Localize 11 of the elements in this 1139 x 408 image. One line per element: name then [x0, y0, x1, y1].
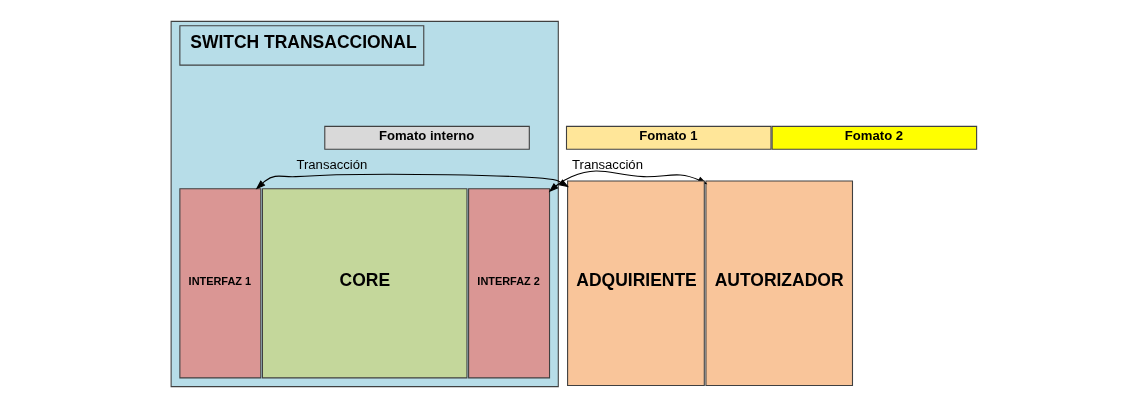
node-box: Fomato 1	[565, 125, 772, 150]
node-box: Fomato interno	[324, 125, 530, 150]
node-box: INTERFAZ 1	[179, 188, 262, 379]
node-box: Fomato 2	[771, 125, 978, 150]
edge-label: Transacción	[572, 156, 643, 172]
node-box: AUTORIZADOR	[705, 180, 854, 387]
node-box: INTERFAZ 2	[468, 188, 551, 379]
arrow	[255, 173, 569, 190]
node-box: ADQUIRIENTE	[567, 180, 705, 387]
edge-label: Transacción	[296, 156, 368, 172]
node-box: CORE	[261, 188, 468, 379]
